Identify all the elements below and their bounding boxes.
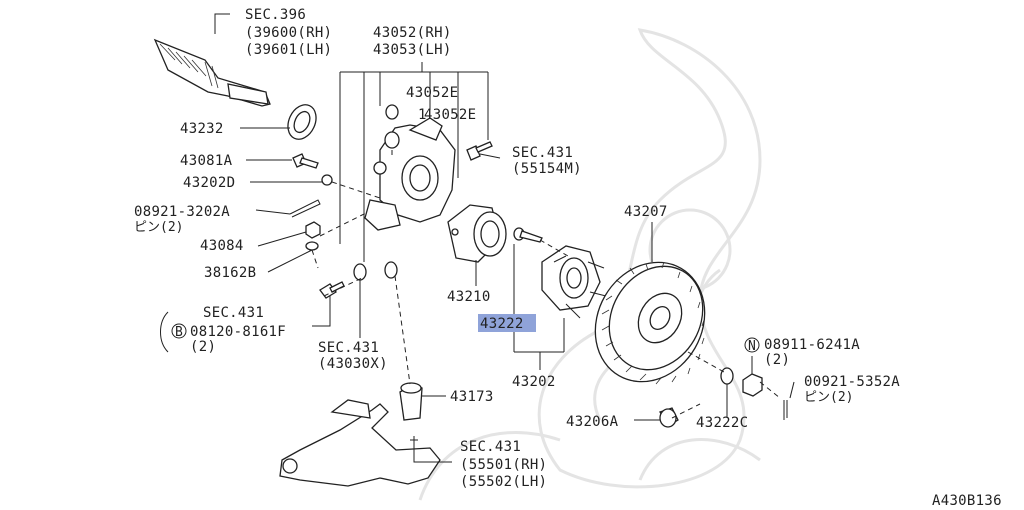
label-knuckle-lh: 43053(LH) <box>373 42 452 58</box>
label-38162b: 38162B <box>204 265 256 281</box>
label-43222[interactable]: 43222 <box>480 316 524 332</box>
label-43207: 43207 <box>624 204 668 220</box>
steering-knuckle <box>364 117 456 231</box>
label-43202d: 43202D <box>183 175 235 191</box>
bushing-43030x <box>353 263 367 281</box>
label-43173: 43173 <box>450 389 494 405</box>
label-sec431-55154m: SEC.431 (55154M) <box>512 145 582 177</box>
label-43052e-upper: 43052E <box>406 85 458 101</box>
label-43202: 43202 <box>512 374 556 390</box>
label-43232: 43232 <box>180 121 224 137</box>
cotter-pin-00921 <box>783 400 788 420</box>
label-sec431-b-bracket <box>160 311 169 353</box>
washer-43202d <box>321 174 333 186</box>
label-sec431-d-title: SEC.431 <box>460 439 521 455</box>
label-00921-qty: ピン(2) <box>804 390 853 405</box>
washer-38162b <box>305 241 319 251</box>
label-43084: 43084 <box>200 238 244 254</box>
label-08921: 08921-3202A ピン(2) <box>134 204 230 235</box>
label-sec431-b-qty: (2) <box>190 339 216 355</box>
lower-arm <box>279 399 441 487</box>
leader-lines <box>214 13 795 463</box>
label-sec396: SEC.396 (39600(RH) (39601(LH) <box>245 7 332 58</box>
label-43210: 43210 <box>447 289 491 305</box>
bolt-43222 <box>513 227 543 243</box>
hub-bearing-43210 <box>447 204 507 263</box>
label-sec396-rh: (39600(RH) <box>245 25 332 41</box>
bolt-symbol-icon <box>171 323 187 339</box>
label-sec431-b-number: 08120-8161F <box>190 324 286 340</box>
label-sec431-43030x: SEC.431 (43030X) <box>318 340 388 372</box>
bolt-43081a <box>292 153 319 169</box>
label-08911-symbol: N <box>748 339 756 354</box>
label-00921-number: 00921-5352A <box>804 374 900 390</box>
label-sec431-a-part: (55154M) <box>512 161 582 177</box>
label-08921-number: 08921-3202A <box>134 204 230 220</box>
label-sec431-d-lh: (55502(LH) <box>460 474 547 490</box>
spacer-43206a <box>659 407 679 428</box>
label-sec431-c-part: (43030X) <box>318 356 388 372</box>
label-knuckle-rh: 43052(RH) <box>373 25 452 41</box>
label-sec396-title: SEC.396 <box>245 7 306 23</box>
cotter-pin-08921 <box>289 199 321 218</box>
assembly-guide-lines <box>311 150 781 419</box>
nut-08911 <box>742 373 763 397</box>
label-08911-qty: (2) <box>764 352 790 368</box>
label-43081a: 43081A <box>180 153 233 169</box>
label-sec431-b-symbol: B <box>175 325 183 340</box>
label-sec431-a-title: SEC.431 <box>512 145 573 161</box>
label-08911-number: 08911-6241A <box>764 337 860 353</box>
label-43206a: 43206A <box>566 414 619 430</box>
label-43052e-prefix-mark: 1 <box>418 107 427 123</box>
label-sec431-d-rh: (55501(RH) <box>460 457 547 473</box>
hub-43202 <box>541 245 607 319</box>
label-sec431-c-title: SEC.431 <box>318 340 379 356</box>
label-sec396-lh: (39601(LH) <box>245 42 332 58</box>
diagram-id: A430B136 <box>932 493 1002 509</box>
bolt-08120 <box>319 281 345 299</box>
washer-43222c <box>720 367 734 385</box>
bushing-43052e <box>384 104 400 149</box>
label-00921: 00921-5352A ピン(2) <box>804 374 900 405</box>
label-sec431-b-title: SEC.431 <box>203 305 264 321</box>
label-43222c: 43222C <box>696 415 748 431</box>
disc-rotor-43207 <box>594 261 706 385</box>
bolt-55154m <box>466 141 493 161</box>
seal-43232 <box>287 104 317 140</box>
label-08911: N 08911-6241A (2) <box>744 337 860 368</box>
highlight-43222 <box>478 314 536 332</box>
label-sec431-08120: SEC.431 B 08120-8161F (2) <box>160 305 286 355</box>
ball-joint-boot-43173 <box>399 382 423 421</box>
nut-lower <box>384 261 398 279</box>
label-43052e-lower: 43052E <box>424 107 476 123</box>
nut-symbol-icon <box>744 337 760 353</box>
label-knuckle: 43052(RH) 43053(LH) <box>373 25 452 58</box>
label-08921-qty: ピン(2) <box>134 220 183 235</box>
nut-43084 <box>305 221 321 239</box>
drive-shaft <box>153 38 271 107</box>
label-sec431-lower-arm: SEC.431 (55501(RH) (55502(LH) <box>460 439 547 490</box>
